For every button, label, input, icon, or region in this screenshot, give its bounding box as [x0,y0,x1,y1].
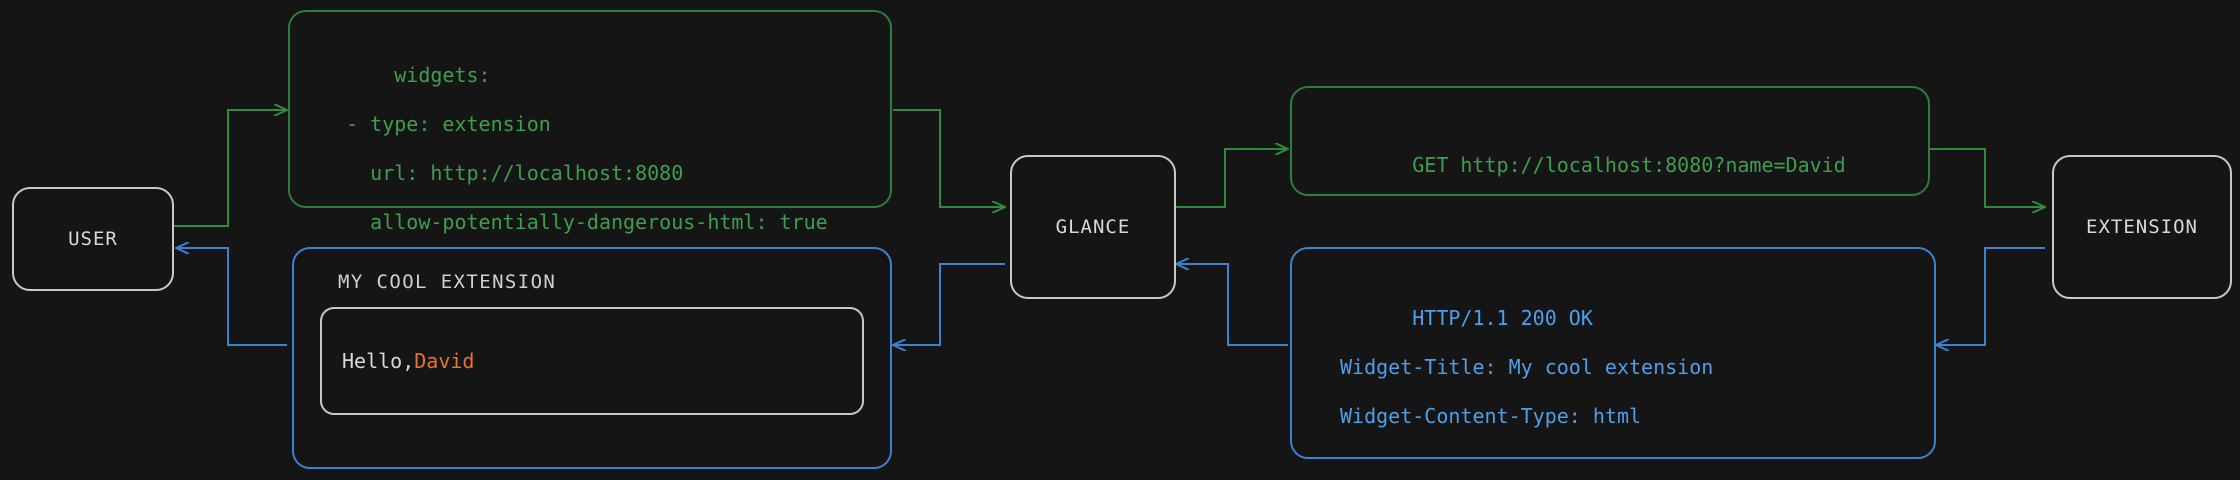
request-line-0: GET http://localhost:8080?name=David [1412,152,1846,177]
http-request-text: GET http://localhost:8080?name=David [1340,128,1928,202]
node-user[interactable]: USER [12,187,174,291]
http-response-box: HTTP/1.1 200 OK Widget-Title: My cool ex… [1290,247,1936,459]
node-glance-label: GLANCE [1055,216,1131,238]
http-response-text: HTTP/1.1 200 OK Widget-Title: My cool ex… [1340,281,1934,480]
node-extension-label: EXTENSION [2086,216,2198,238]
widget-preview-title: MY COOL EXTENSION [338,271,557,293]
config-line-3: allow-potentially-dangerous-html: true [322,209,828,234]
node-glance[interactable]: GLANCE [1010,155,1176,299]
widget-greeting-name: David [414,349,475,373]
widget-greeting-prefix: Hello, [342,349,415,373]
response-line-2: Widget-Content-Type: html [1340,403,1642,428]
widget-preview-panel: MY COOL EXTENSION Hello, David [292,247,892,469]
response-line-3 [1340,453,1934,478]
response-line-1: Widget-Title: My cool extension [1340,354,1714,379]
node-extension[interactable]: EXTENSION [2052,155,2232,299]
widget-preview-body: Hello, David [320,307,864,415]
node-user-label: USER [68,228,118,250]
response-line-0: HTTP/1.1 200 OK [1412,305,1593,330]
config-line-1: - type: extension [322,111,551,136]
config-line-2: url: http://localhost:8080 [322,160,684,185]
config-yaml-box: widgets: - type: extension url: http://l… [288,10,892,332]
http-request-box: GET http://localhost:8080?name=David [1290,86,1930,196]
config-line-0: widgets: [394,62,491,87]
